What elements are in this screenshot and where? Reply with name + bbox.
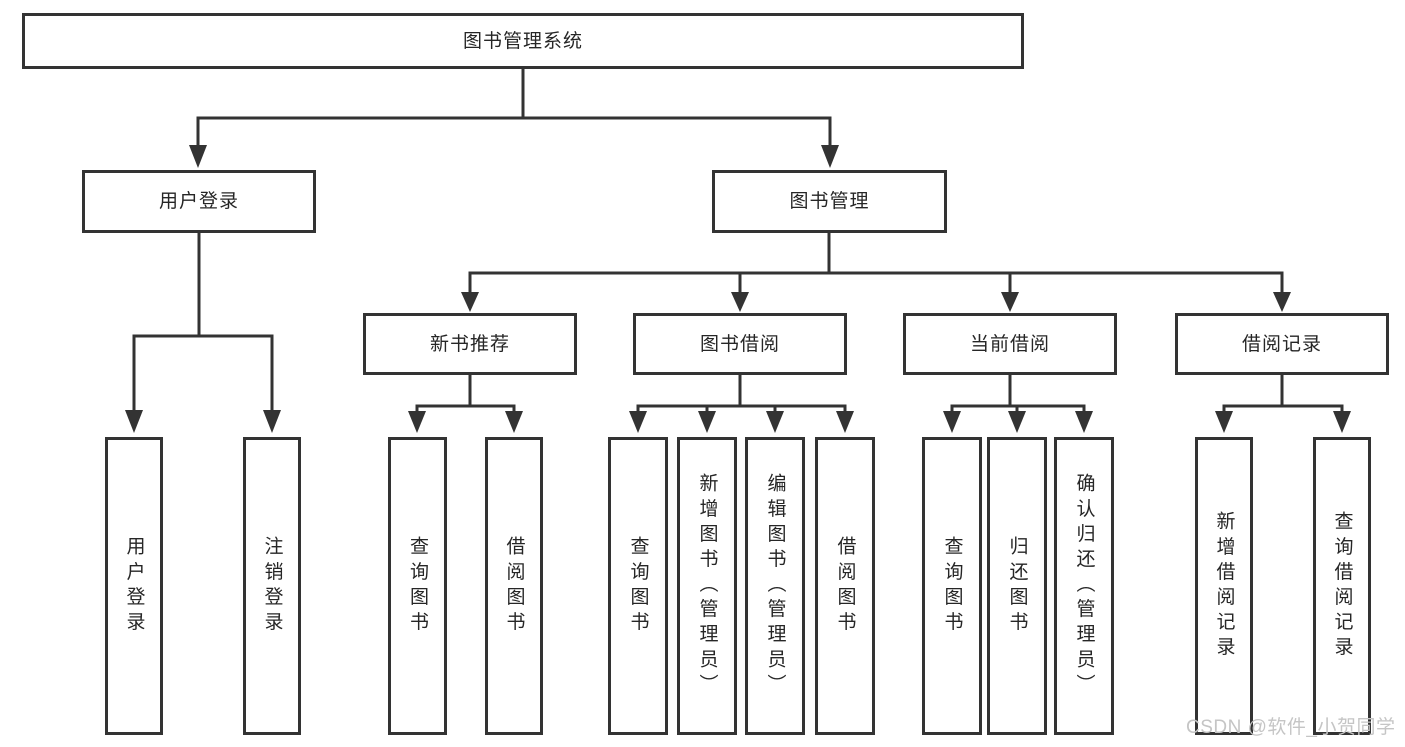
arrowhead-icon (731, 292, 749, 312)
node-leaf-query-books-recommend: 查询图书 (388, 437, 447, 735)
node-current-borrowing: 当前借阅 (903, 313, 1117, 375)
arrowhead-icon (1273, 292, 1291, 312)
node-leaf-confirm-return-admin: 确认归还（管理员） (1054, 437, 1114, 735)
node-new-book-recommendation: 新书推荐 (363, 313, 577, 375)
connector-line (468, 271, 1284, 294)
connector-book-management-to-level3 (461, 233, 1291, 312)
arrowhead-icon (505, 411, 523, 433)
node-leaf-borrow-books-borrow: 借阅图书 (815, 437, 875, 735)
node-leaf-query-books-borrow: 查询图书 (608, 437, 668, 735)
node-borrowing-records: 借阅记录 (1175, 313, 1389, 375)
node-leaf-borrow-books-recommend: 借阅图书 (485, 437, 543, 735)
arrowhead-icon (1001, 292, 1019, 312)
watermark: CSDN @软件_小贺同学 (1186, 717, 1396, 738)
connector-line (196, 116, 832, 147)
arrowhead-icon (125, 410, 143, 433)
arrowhead-icon (836, 411, 854, 433)
connector-new-book-recommend-to-leaves (408, 375, 523, 433)
node-user-login: 用户登录 (82, 170, 316, 233)
connector-line (1222, 404, 1344, 412)
connector-line (950, 404, 1086, 412)
connector-borrow-records-to-leaves (1215, 375, 1351, 433)
node-leaf-query-borrow-record: 查询借阅记录 (1313, 437, 1371, 735)
node-leaf-add-borrow-record: 新增借阅记录 (1195, 437, 1253, 735)
connector-book-borrow-to-leaves (629, 375, 854, 433)
arrowhead-icon (263, 410, 281, 433)
connector-line (415, 404, 516, 412)
arrowhead-icon (766, 411, 784, 433)
arrowhead-icon (821, 145, 839, 168)
connector-line (132, 334, 274, 412)
arrowhead-icon (698, 411, 716, 433)
node-leaf-edit-books-admin: 编辑图书（管理员） (745, 437, 805, 735)
node-book-borrowing: 图书借阅 (633, 313, 847, 375)
arrowhead-icon (943, 411, 961, 433)
node-leaf-add-books-admin: 新增图书（管理员） (677, 437, 737, 735)
connector-user-login-to-leaves (125, 233, 281, 433)
arrowhead-icon (629, 411, 647, 433)
arrowhead-icon (1075, 411, 1093, 433)
node-leaf-user-login: 用户登录 (105, 437, 163, 735)
node-leaf-query-books-current: 查询图书 (922, 437, 982, 735)
node-leaf-return-books: 归还图书 (987, 437, 1047, 735)
arrowhead-icon (189, 145, 207, 168)
connector-root-to-level2 (189, 69, 839, 168)
arrowhead-icon (1333, 411, 1351, 433)
arrowhead-icon (1215, 411, 1233, 433)
arrowhead-icon (461, 292, 479, 312)
connector-current-borrow-to-leaves (943, 375, 1093, 433)
arrowhead-icon (408, 411, 426, 433)
arrowhead-icon (1008, 411, 1026, 433)
connector-line (636, 404, 847, 412)
node-leaf-logout: 注销登录 (243, 437, 301, 735)
node-book-management: 图书管理 (712, 170, 947, 233)
node-library-management-system: 图书管理系统 (22, 13, 1024, 69)
